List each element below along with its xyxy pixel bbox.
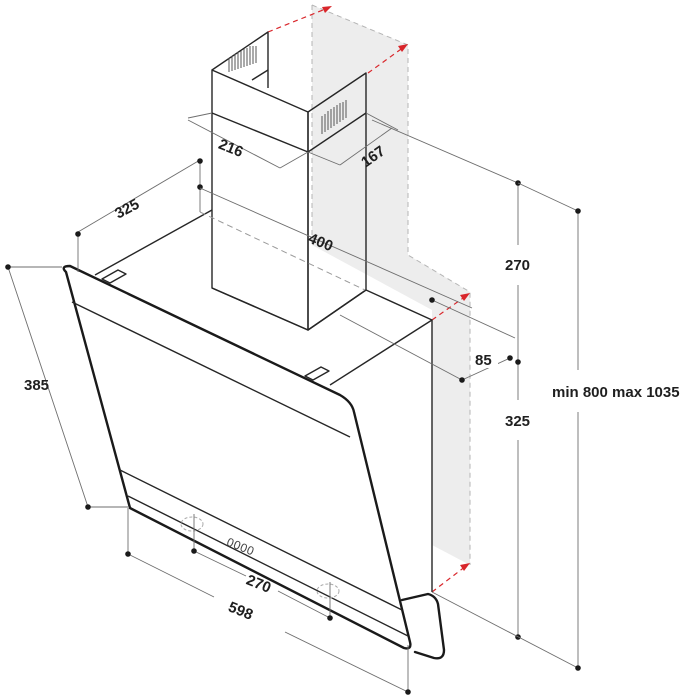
dim-hood-depth-top: 325 xyxy=(112,196,142,223)
dimension-lines xyxy=(5,112,581,695)
fixing-hole-left-icon xyxy=(180,516,204,532)
dim-lower-height: 325 xyxy=(505,413,530,430)
dim-total-height: min 800 max 1035 xyxy=(552,384,680,401)
dim-chimney-width: 216 xyxy=(216,136,246,161)
chimney-vent-side xyxy=(321,100,347,134)
control-buttons: 0000 xyxy=(225,535,257,559)
wall-backdrop xyxy=(311,4,471,565)
fixing-hole-right-icon xyxy=(316,583,340,599)
dim-wall-offset: 85 xyxy=(475,352,492,369)
dim-overall-width: 598 xyxy=(226,599,256,624)
chimney-vent-back xyxy=(228,46,257,72)
dim-upper-height: 270 xyxy=(505,257,530,274)
dim-glass-panel-height: 385 xyxy=(24,377,49,394)
dim-fixing-spacing: 270 xyxy=(244,572,274,597)
hood-body xyxy=(94,209,433,592)
chimney xyxy=(211,31,367,331)
dimension-labels: 216 167 325 400 85 270 325 min 800 max 1… xyxy=(24,136,680,624)
glass-panel xyxy=(62,264,446,660)
